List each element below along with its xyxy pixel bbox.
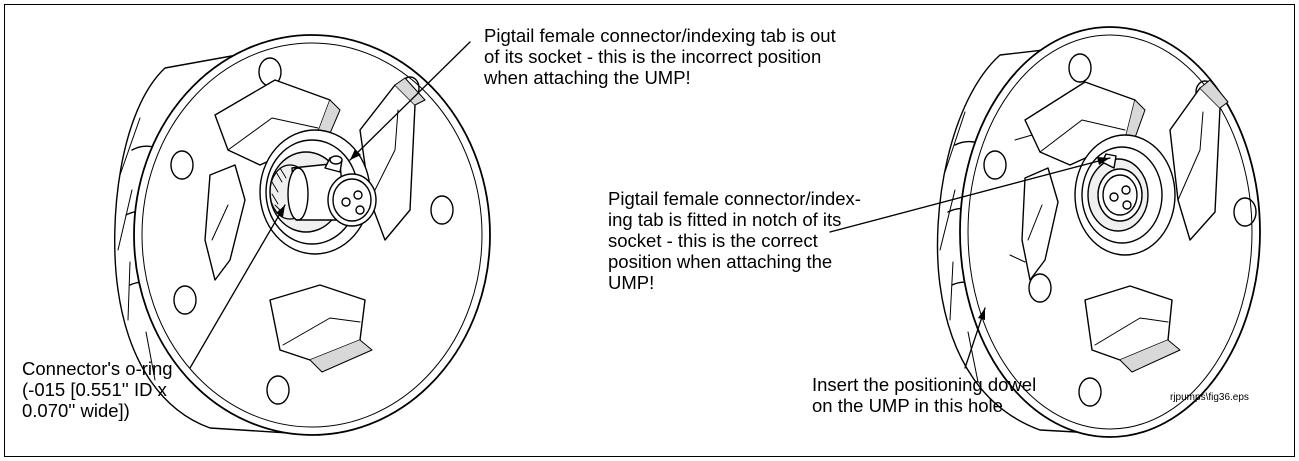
label-positioning-dowel: Insert the positioning dowel on the UMP … bbox=[812, 374, 1037, 416]
figure-frame bbox=[4, 4, 1295, 457]
right-flange-assembly bbox=[936, 26, 1261, 438]
arrowhead-icon bbox=[350, 149, 361, 160]
arrowhead-icon bbox=[1097, 157, 1110, 165]
label-connector-o-ring: Connector's o-ring (-015 [0.551'' ID x 0… bbox=[22, 358, 173, 421]
arrowhead-icon bbox=[276, 205, 285, 217]
arrowhead-icon bbox=[978, 308, 985, 320]
left-flange-assembly bbox=[114, 34, 491, 436]
label-tab-fitted-in-notch: Pigtail female connector/index- ing tab … bbox=[608, 188, 861, 293]
leader-lines bbox=[189, 41, 1111, 369]
label-tab-out-of-socket: Pigtail female connector/indexing tab is… bbox=[484, 25, 836, 88]
file-reference: rjpumps\fig36.eps bbox=[1170, 392, 1249, 403]
